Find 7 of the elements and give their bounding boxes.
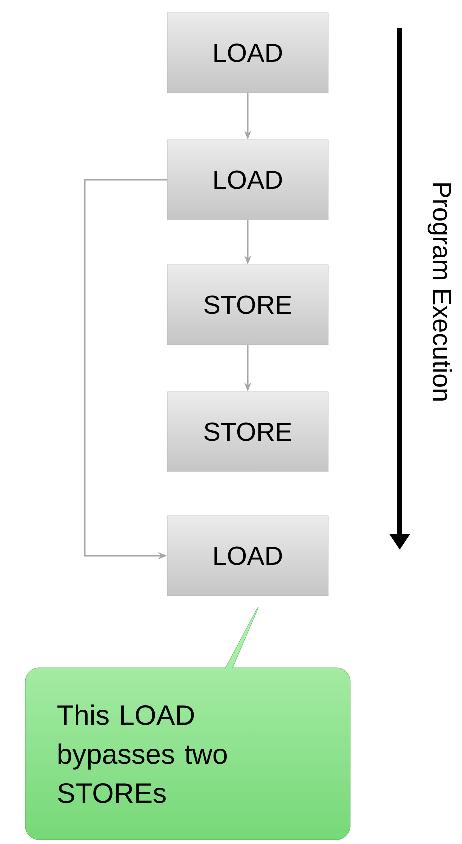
process-box: LOAD <box>167 516 329 596</box>
speech-callout: This LOAD bypasses two STOREs <box>25 607 351 840</box>
process-box: LOAD <box>167 12 329 94</box>
axis-label: Program Execution <box>428 184 452 401</box>
process-box: STORE <box>167 392 329 472</box>
process-box: LOAD <box>167 140 329 220</box>
process-box: STORE <box>167 264 329 346</box>
